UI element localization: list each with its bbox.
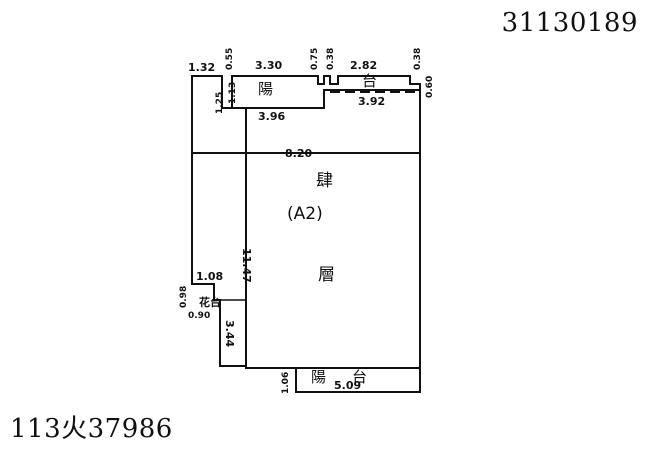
- balcony-bottom-char-2: 台: [352, 368, 367, 386]
- dim-8-20: 8.20: [285, 147, 312, 160]
- case-number: 113火37986: [10, 414, 173, 444]
- dim-0-60: 0.60: [425, 76, 435, 98]
- dim-11-47: 11.47: [240, 248, 253, 283]
- dimension-labels: 1.32 0.55 3.30 0.75 0.38 2.82 0.38 0.60 …: [179, 48, 435, 394]
- dim-3-92: 3.92: [358, 95, 385, 108]
- dim-3-44: 3.44: [223, 320, 236, 347]
- balcony-top-char-1: 陽: [258, 80, 273, 98]
- dim-0-38-left: 0.38: [326, 48, 336, 70]
- dim-0-55: 0.55: [225, 48, 235, 70]
- dim-0-38-right: 0.38: [413, 48, 423, 70]
- dim-2-82: 2.82: [350, 59, 377, 72]
- unit-label: (A2): [287, 204, 323, 224]
- dim-1-25: 1.25: [215, 92, 225, 114]
- floor-char-2: 層: [318, 265, 335, 285]
- room-labels: 陽 台 肆 (A2) 層 花台 陽 台: [199, 72, 377, 386]
- floor-char-1: 肆: [316, 171, 333, 191]
- dim-1-13: 1.13: [228, 82, 238, 104]
- balcony-bottom-char-1: 陽: [311, 368, 326, 386]
- dim-0-75: 0.75: [310, 48, 320, 70]
- dim-1-06: 1.06: [281, 372, 291, 394]
- dim-1-08: 1.08: [196, 270, 223, 283]
- document-number: 31130189: [501, 8, 638, 38]
- dim-0-98: 0.98: [179, 286, 189, 308]
- dim-5-09: 5.09: [334, 379, 361, 392]
- side-room-label: 花台: [199, 295, 221, 309]
- dim-0-90: 0.90: [188, 311, 210, 321]
- plan-walls: [191, 75, 421, 393]
- dim-1-32: 1.32: [188, 61, 215, 74]
- dim-3-96: 3.96: [258, 110, 285, 123]
- dim-3-30: 3.30: [255, 59, 282, 72]
- balcony-top-char-2: 台: [362, 72, 377, 90]
